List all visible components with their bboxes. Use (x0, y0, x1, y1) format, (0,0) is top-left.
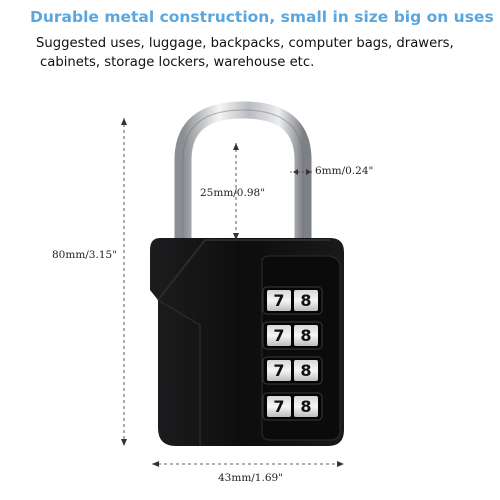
shackle-diameter-dimension: 6mm/0.24" (315, 165, 374, 177)
headline: Durable metal construction, small in siz… (30, 8, 494, 26)
dial-digit: 7 (273, 326, 284, 345)
shackle (174, 101, 312, 250)
dial-wheel[interactable] (267, 396, 291, 417)
dial-wheel[interactable] (294, 290, 318, 311)
dial-wheel[interactable] (267, 290, 291, 311)
dial-digit: 8 (300, 361, 311, 380)
dial-digit: 8 (300, 326, 311, 345)
dial-digit: 7 (273, 361, 284, 380)
dial-wheel[interactable] (267, 360, 291, 381)
dimension-lines (121, 118, 344, 467)
shackle-clearance-dimension: 25mm/0.98" (200, 187, 266, 199)
height-dimension: 80mm/3.15" (52, 249, 118, 261)
dial-digit: 7 (273, 397, 284, 416)
width-dimension: 43mm/1.69" (218, 472, 284, 484)
dial-digit: 7 (273, 291, 284, 310)
dial-wheel[interactable] (294, 396, 318, 417)
suggested-uses: Suggested uses, luggage, backpacks, comp… (36, 34, 486, 72)
dial-wheel[interactable] (294, 360, 318, 381)
dial-wheel[interactable] (294, 325, 318, 346)
dial-digit: 8 (300, 291, 311, 310)
dial-digit: 8 (300, 397, 311, 416)
uses-line-2: cabinets, storage lockers, warehouse etc… (40, 55, 315, 70)
uses-line-1: Suggested uses, luggage, backpacks, comp… (36, 36, 454, 51)
dial-wheel[interactable] (267, 325, 291, 346)
